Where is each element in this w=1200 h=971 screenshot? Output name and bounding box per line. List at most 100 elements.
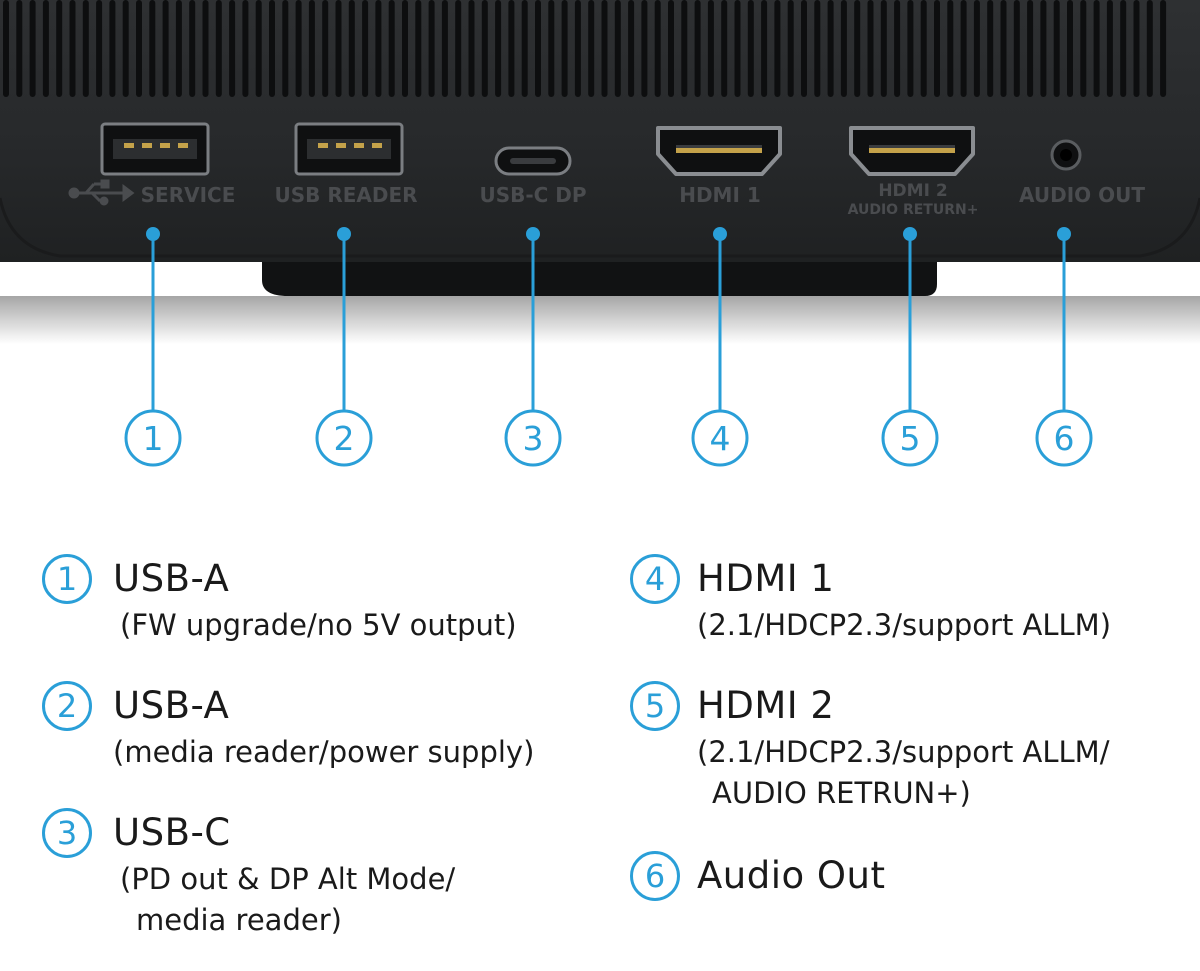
vent-slot [428, 0, 435, 97]
vent-slot [295, 0, 302, 97]
vent-slot [960, 0, 967, 97]
vent-slot [42, 0, 49, 97]
vent-slot [734, 0, 741, 97]
vent-slot [269, 0, 275, 97]
vent-slot [535, 0, 541, 97]
vent-slot [654, 0, 661, 97]
vent-slot [3, 0, 9, 97]
vent-slot [468, 0, 475, 97]
vent-slot [867, 0, 874, 97]
vent-slot [242, 0, 249, 97]
legend-desc-5-line-2: AUDIO RETRUN+) [712, 776, 971, 810]
vent-slot [29, 0, 36, 97]
vent-slot [56, 0, 63, 97]
legend-desc-3: (PD out & DP Alt Mode/ media reader) [120, 859, 455, 941]
vent-slot [1106, 0, 1113, 97]
usb-symbol-icon [68, 179, 135, 206]
callout-circle-2 [315, 409, 373, 467]
callout-dot-5 [903, 227, 917, 241]
audio-return-port-label: AUDIO RETURN+ [848, 202, 979, 218]
callout-number-4: 4 [710, 419, 731, 458]
vent-slot [1093, 0, 1100, 97]
legend-number-3: 3 [42, 808, 92, 858]
callout-dot-1 [146, 227, 160, 241]
callout-number-5: 5 [900, 419, 921, 458]
vent-slot [308, 0, 315, 97]
usb-a-service-port [100, 122, 210, 176]
vent-slot [827, 0, 834, 97]
vent-slot [1053, 0, 1060, 97]
callout-circle-1 [124, 409, 182, 467]
callout-number-2: 2 [334, 419, 355, 458]
vent-slot [1027, 0, 1034, 97]
vent-slot [495, 0, 502, 97]
vent-slot [548, 0, 555, 97]
usb-c-port [494, 146, 572, 176]
vent-slot [335, 0, 342, 97]
vent-slot [375, 0, 382, 97]
vent-slot [455, 0, 462, 97]
vent-slot [149, 0, 156, 97]
legend-title-2: USB-A [113, 684, 230, 727]
vent-slot [761, 0, 768, 97]
vent-grille [3, 0, 1167, 97]
vent-slot [521, 0, 528, 97]
vent-slot [787, 0, 794, 97]
vent-slot [402, 0, 408, 97]
vent-slot [628, 0, 635, 97]
vent-slot [322, 0, 329, 97]
vent-slot [681, 0, 688, 97]
vent-slot [614, 0, 621, 97]
vent-slot [907, 0, 914, 97]
vent-slot [668, 0, 674, 97]
hdmi-1-port [656, 126, 782, 176]
vent-slot [109, 0, 116, 97]
vent-slot [162, 0, 169, 97]
legend-desc-2: (media reader/power supply) [113, 732, 534, 773]
vent-slot [189, 0, 196, 97]
vent-slot [747, 0, 754, 97]
callout-dot-2 [337, 227, 351, 241]
vent-slot [282, 0, 289, 97]
vent-slot [1146, 0, 1153, 97]
legend-desc-5-line-1: (2.1/HDCP2.3/support ALLM/ [697, 735, 1110, 769]
legend-title-4: HDMI 1 [697, 557, 835, 600]
legend-desc-3-line-1: (PD out & DP Alt Mode/ [120, 862, 456, 896]
vent-slot [574, 0, 581, 97]
vent-slot [348, 0, 355, 97]
vent-slot [601, 0, 608, 97]
vent-slot [947, 0, 954, 97]
usb-a-reader-port [294, 122, 404, 176]
vent-slot [229, 0, 236, 97]
vent-slot [814, 0, 821, 97]
vent-slot [122, 0, 129, 97]
vent-slot [1120, 0, 1127, 97]
legend-desc-4: (2.1/HDCP2.3/support ALLM) [697, 605, 1111, 646]
legend-title-6: Audio Out [697, 854, 886, 897]
callout-dot-3 [526, 227, 540, 241]
callout-dot-4 [713, 227, 727, 241]
vent-slot [721, 0, 728, 97]
vent-slot [508, 0, 515, 97]
vent-slot [694, 0, 701, 97]
hdmi-2-port-label: HDMI 2 [878, 181, 947, 201]
audio-jack-port [1050, 139, 1082, 171]
vent-slot [707, 0, 714, 97]
legend-number-5: 5 [630, 681, 680, 731]
vent-slot [388, 0, 395, 97]
vent-slot [16, 0, 23, 97]
audio-out-port-label: AUDIO OUT [1019, 183, 1145, 207]
vent-slot [136, 0, 142, 97]
hdmi-1-port-label: HDMI 1 [679, 183, 761, 207]
callout-circle-5 [881, 409, 939, 467]
legend-desc-2-line-1: (media reader/power supply) [113, 735, 535, 769]
vent-slot [894, 0, 901, 97]
vent-slot [255, 0, 262, 97]
vent-slot [69, 0, 76, 97]
vent-slot [774, 0, 781, 97]
vent-slot [1133, 0, 1140, 97]
vent-slot [1080, 0, 1087, 97]
callout-number-1: 1 [143, 419, 164, 458]
vent-slot [96, 0, 103, 97]
